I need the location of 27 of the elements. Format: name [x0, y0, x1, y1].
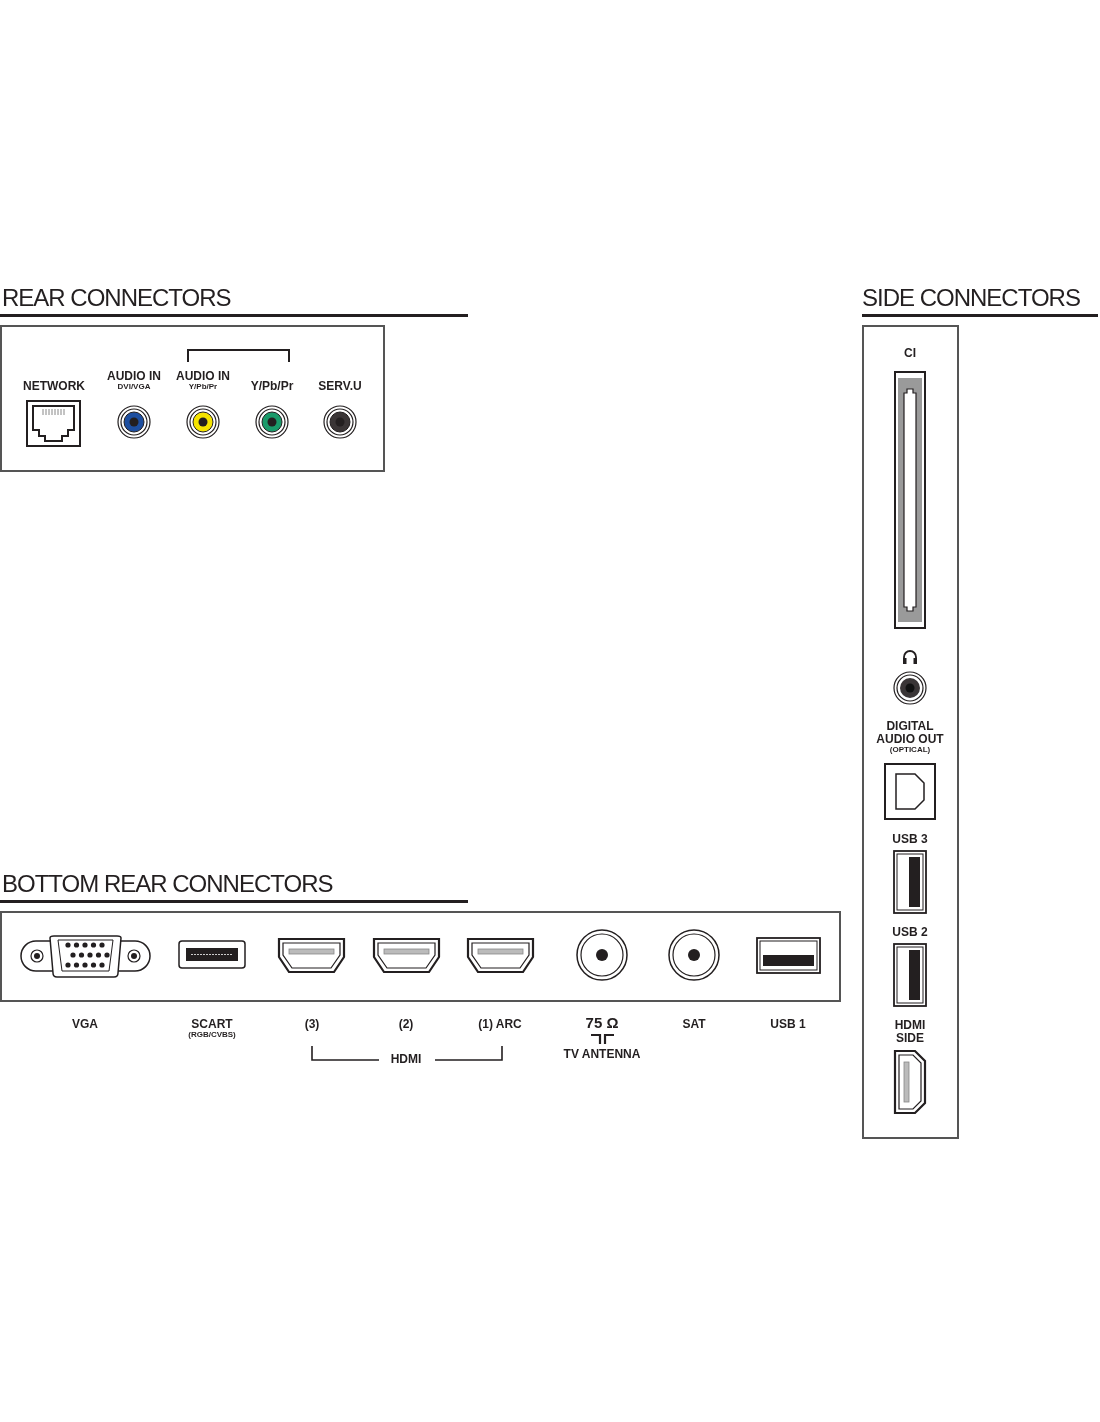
- section-heading: BOTTOM REAR CONNECTORS: [2, 869, 333, 899]
- connector-label: (2): [397, 1018, 415, 1031]
- connector-label: USB 1: [769, 1018, 807, 1031]
- connector-label: SERV.U: [317, 380, 363, 393]
- connector-label: SAT: [681, 1018, 707, 1031]
- connector-label: VGA: [71, 1018, 99, 1031]
- connector-label: TV ANTENNA: [562, 1048, 642, 1061]
- connector-label: 75 Ω: [584, 1015, 620, 1031]
- connector-label: Y/Pb/Pr: [249, 380, 295, 393]
- connector-label: (3): [303, 1018, 321, 1031]
- connector-label: USB 2: [891, 926, 929, 939]
- connector-label: AUDIO IN: [106, 370, 162, 383]
- connector-label: HDMI: [389, 1053, 423, 1066]
- connector-label: Y/Pb/Pr: [187, 383, 219, 392]
- connector-label: USB 3: [891, 833, 929, 846]
- section-heading: SIDE CONNECTORS: [862, 283, 1080, 313]
- connector-label: NETWORK: [22, 380, 86, 393]
- section-heading: REAR CONNECTORS: [2, 283, 231, 313]
- connector-label: HDMI SIDE: [893, 1019, 927, 1045]
- connector-label: AUDIO IN: [175, 370, 231, 383]
- connector-label: CI: [903, 347, 917, 360]
- connector-label: (1) ARC: [477, 1018, 523, 1031]
- connector-label: SCART: [190, 1018, 234, 1031]
- connector-label: DVI/VGA: [116, 383, 152, 392]
- connector-label: (OPTICAL): [888, 746, 932, 755]
- connector-label: (RGB/CVBS): [187, 1031, 237, 1040]
- connector-label: DIGITAL AUDIO OUT: [875, 720, 945, 746]
